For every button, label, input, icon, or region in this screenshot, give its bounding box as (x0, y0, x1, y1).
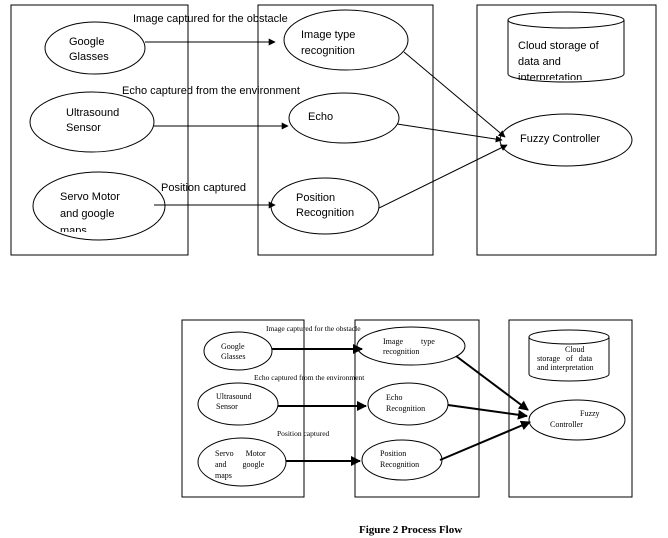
arrow-echo-to-fuzzy (396, 123, 503, 143)
edge-label-position-2: Position captured (277, 429, 330, 438)
diagram-bottom: Google Glasses Ultrasound Sensor Servo M… (0, 0, 633, 536)
arrow-position-to-fuzzy (378, 144, 508, 209)
cloud-storage-label-2: Cloud storage of data and interpretation (537, 345, 594, 372)
edge-label-position: Position captured (161, 182, 246, 194)
image-type-recognition-label: Image type recognition (301, 29, 358, 57)
echo-recognition-label-2: Echo Recognition (386, 393, 425, 413)
cloud-storage-node (507, 11, 625, 83)
edge-label-echo-2: Echo captured from the environment (254, 373, 365, 382)
input-column-box-2 (181, 319, 305, 498)
edge-label-image: Image captured for the obstacle (133, 13, 288, 25)
position-recognition-label-2: Position Recognition (380, 449, 419, 469)
input-column-box (10, 4, 189, 256)
servo-motor-label-2: Servo Motor and google maps (0, 0, 280, 480)
google-glasses-node (44, 21, 146, 75)
image-type-recognition-label-2: Image type recognition (0, 0, 449, 356)
position-recognition-node (270, 177, 380, 235)
servo-motor-node (32, 171, 166, 241)
image-type-recognition-node (283, 9, 409, 71)
recognition-column-box (257, 4, 434, 256)
edge-label-image-2: Image captured for the obstacle (266, 324, 361, 333)
echo-label: Echo (308, 111, 333, 123)
ultrasound-sensor-label-2: Ultrasound Sensor (216, 392, 254, 411)
fuzzy-controller-label-2: Fuzzy Controller (550, 409, 602, 429)
ultrasound-sensor-label: Ultrasound Sensor (66, 107, 122, 134)
output-column-box (476, 4, 657, 256)
arrow-position-to-fuzzy-2 (439, 420, 531, 461)
cloud-storage-node-2 (528, 329, 610, 382)
fuzzy-controller-node-2 (528, 399, 626, 441)
image-type-recognition-node-2 (356, 326, 466, 366)
ultrasound-sensor-node (29, 91, 155, 153)
cloud-storage-label: Cloud storage of data and interpretation (518, 40, 602, 84)
echo-node (288, 92, 400, 144)
arrow-image-to-fuzzy-2 (455, 355, 529, 411)
google-glasses-node-2 (203, 331, 273, 371)
arrow-image-to-fuzzy (403, 51, 506, 138)
output-column-box-2 (508, 319, 633, 498)
fuzzy-controller-label: Fuzzy Controller (520, 133, 600, 145)
google-glasses-label: Google Glasses (69, 36, 109, 63)
figure-caption: Figure 2 Process Flow (359, 524, 462, 536)
arrow-echo-to-fuzzy-2 (447, 404, 528, 420)
google-glasses-label-2: Google Glasses (221, 342, 247, 361)
diagram-top: Google Glasses Ultrasound Sensor Servo M… (10, 4, 657, 256)
echo-recognition-node-2 (367, 382, 449, 426)
ultrasound-sensor-node-2 (197, 382, 279, 426)
position-recognition-label: Position Recognition (296, 192, 354, 219)
servo-motor-label: Servo Motor and google maps (60, 191, 123, 237)
edge-label-echo: Echo captured from the environment (122, 85, 300, 97)
